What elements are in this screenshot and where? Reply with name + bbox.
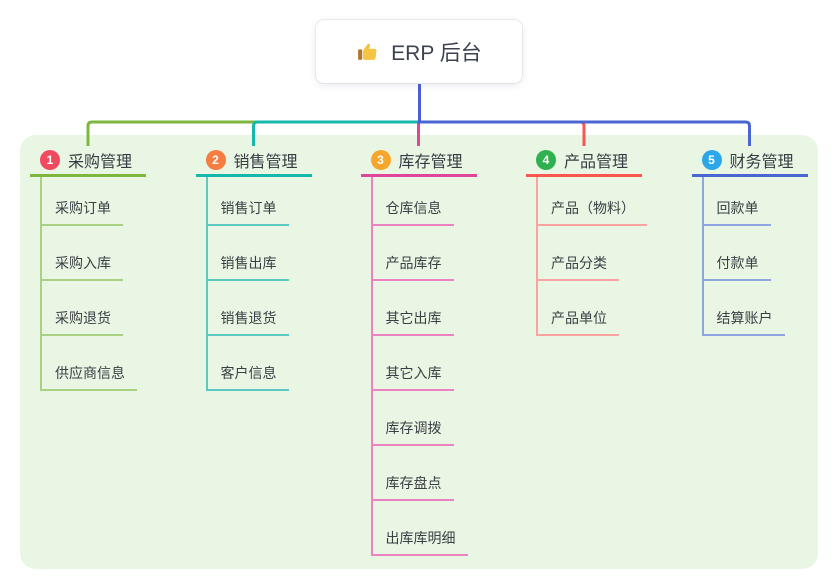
mindmap-child-node: 仓库信息 (370, 177, 454, 226)
branch-node: 4 产品管理 产品（物料） 产品分类 产品单位 (526, 146, 647, 336)
mindmap-child-node: 库存盘点 (370, 446, 454, 501)
mindmap-child-node: 销售订单 (205, 177, 289, 226)
mindmap-child-node: 采购订单 (40, 177, 123, 226)
mindmap-child-node: 其它入库 (370, 336, 454, 391)
branch-header: 2 销售管理 (195, 146, 312, 177)
mindmap-child-node: 销售出库 (205, 226, 289, 281)
child-label: 采购入库 (55, 255, 111, 271)
branch-spine-line (205, 177, 208, 391)
branch-label: 采购管理 (68, 154, 133, 171)
branch-spine-line (40, 177, 42, 391)
mindmap-child-node: 产品（物料） (536, 177, 647, 226)
branch-node: 5 财务管理 回款单 付款单 结算账户 (691, 146, 808, 336)
branch-children: 仓库信息 产品库存 其它出库 其它入库 库存调拨 库存盘点 出库库明细 (370, 177, 477, 556)
branch-header: 3 库存管理 (360, 146, 477, 177)
mindmap-child-node: 供应商信息 (40, 336, 137, 391)
branch-number-badge: 4 (536, 150, 556, 170)
mindmap-child-node: 付款单 (701, 226, 771, 281)
mindmap-child-node: 出库库明细 (370, 501, 468, 556)
branch-label: 销售管理 (233, 154, 298, 171)
child-label: 出库库明细 (385, 530, 456, 546)
branch-spine-line (701, 177, 704, 336)
mindmap-child-node: 采购退货 (40, 281, 123, 336)
child-label: 其它出库 (385, 310, 442, 326)
branch-header: 4 产品管理 (526, 146, 642, 177)
child-label: 仓库信息 (385, 200, 442, 216)
branch-number-badge: 2 (205, 150, 226, 170)
child-label: 销售订单 (220, 200, 277, 216)
branch-node: 3 库存管理 仓库信息 产品库存 其它出库 其它入库 库存调拨 库存盘点 出库库… (360, 146, 477, 556)
mindmap-child-node: 客户信息 (205, 336, 289, 391)
branch-spine-line (536, 177, 538, 336)
thumbs-up-icon (356, 39, 381, 64)
branch-number-badge: 1 (40, 150, 60, 170)
branch-header: 5 财务管理 (691, 146, 808, 177)
child-label: 销售出库 (220, 255, 277, 271)
branch-number-badge: 5 (701, 150, 722, 170)
child-label: 客户信息 (220, 365, 277, 381)
child-label: 库存盘点 (385, 475, 442, 491)
branch-label: 产品管理 (564, 154, 629, 171)
mindmap-child-node: 其它出库 (370, 281, 454, 336)
child-label: 其它入库 (385, 365, 442, 381)
child-label: 产品单位 (551, 310, 607, 326)
mindmap-child-node: 产品分类 (536, 226, 619, 281)
child-label: 库存调拨 (385, 420, 442, 436)
child-label: 产品分类 (551, 255, 607, 271)
root-node: ERP 后台 (316, 20, 522, 83)
child-label: 产品（物料） (551, 200, 635, 216)
branch-spine-line (370, 177, 373, 556)
mindmap-child-node: 产品库存 (370, 226, 454, 281)
mindmap-child-node: 回款单 (701, 177, 771, 226)
branch-children: 回款单 付款单 结算账户 (701, 177, 808, 336)
branch-number-badge: 3 (370, 150, 391, 170)
child-label: 回款单 (716, 200, 759, 216)
branch-children: 采购订单 采购入库 采购退货 供应商信息 (40, 177, 146, 391)
root-title: ERP 后台 (391, 41, 482, 65)
mindmap-child-node: 采购入库 (40, 226, 123, 281)
mindmap-child-node: 销售退货 (205, 281, 289, 336)
mindmap-child-node: 库存调拨 (370, 391, 454, 446)
branch-node: 1 采购管理 采购订单 采购入库 采购退货 供应商信息 (30, 146, 146, 391)
child-label: 产品库存 (385, 255, 442, 271)
mindmap-child-node: 结算账户 (701, 281, 785, 336)
branch-node: 2 销售管理 销售订单 销售出库 销售退货 客户信息 (195, 146, 312, 391)
branch-children: 销售订单 销售出库 销售退货 客户信息 (205, 177, 312, 391)
child-label: 采购订单 (55, 200, 111, 216)
child-label: 结算账户 (716, 310, 773, 326)
mindmap-child-node: 产品单位 (536, 281, 619, 336)
child-label: 采购退货 (55, 310, 111, 326)
branch-label: 财务管理 (729, 154, 794, 171)
branch-children: 产品（物料） 产品分类 产品单位 (536, 177, 647, 336)
child-label: 销售退货 (220, 310, 277, 326)
child-label: 供应商信息 (55, 365, 125, 381)
branch-label: 库存管理 (398, 154, 463, 171)
child-label: 付款单 (716, 255, 759, 271)
mindmap-background-panel (20, 135, 818, 569)
branch-header: 1 采购管理 (30, 146, 146, 177)
